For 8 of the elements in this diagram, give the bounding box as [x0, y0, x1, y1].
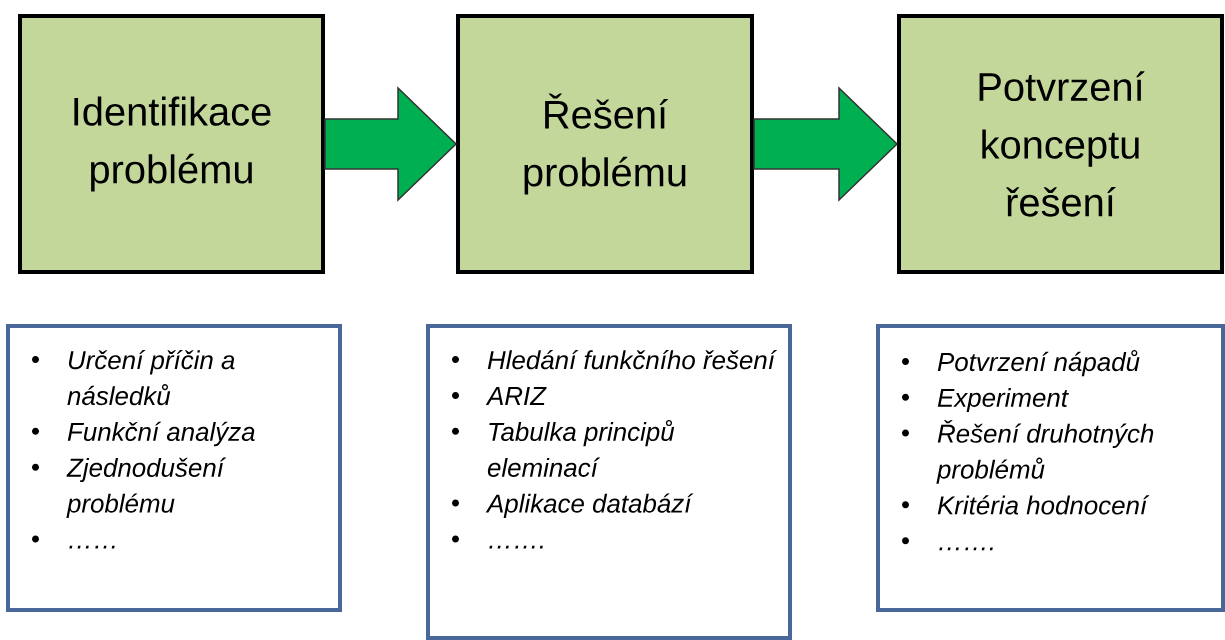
bullet-list-box: Určení příčin a následků Funkční analýza Zjednodušení problému ……	[6, 324, 342, 612]
process-box: Identifikace problému	[18, 14, 325, 274]
bullet-list-box: Potvrzení nápadů Experiment Řešení druhotných problémů Kritéria hodnocení …….	[876, 324, 1225, 612]
process-box: Potvrzení konceptu řešení	[897, 14, 1224, 274]
bullet-list-box: Hledání funkčního řešení ARIZ Tabulka principů eleminací Aplikace databází …….	[426, 324, 792, 640]
block-arrow	[753, 86, 899, 202]
process-box: Řešení problému	[456, 14, 754, 274]
block-arrow	[324, 86, 458, 202]
